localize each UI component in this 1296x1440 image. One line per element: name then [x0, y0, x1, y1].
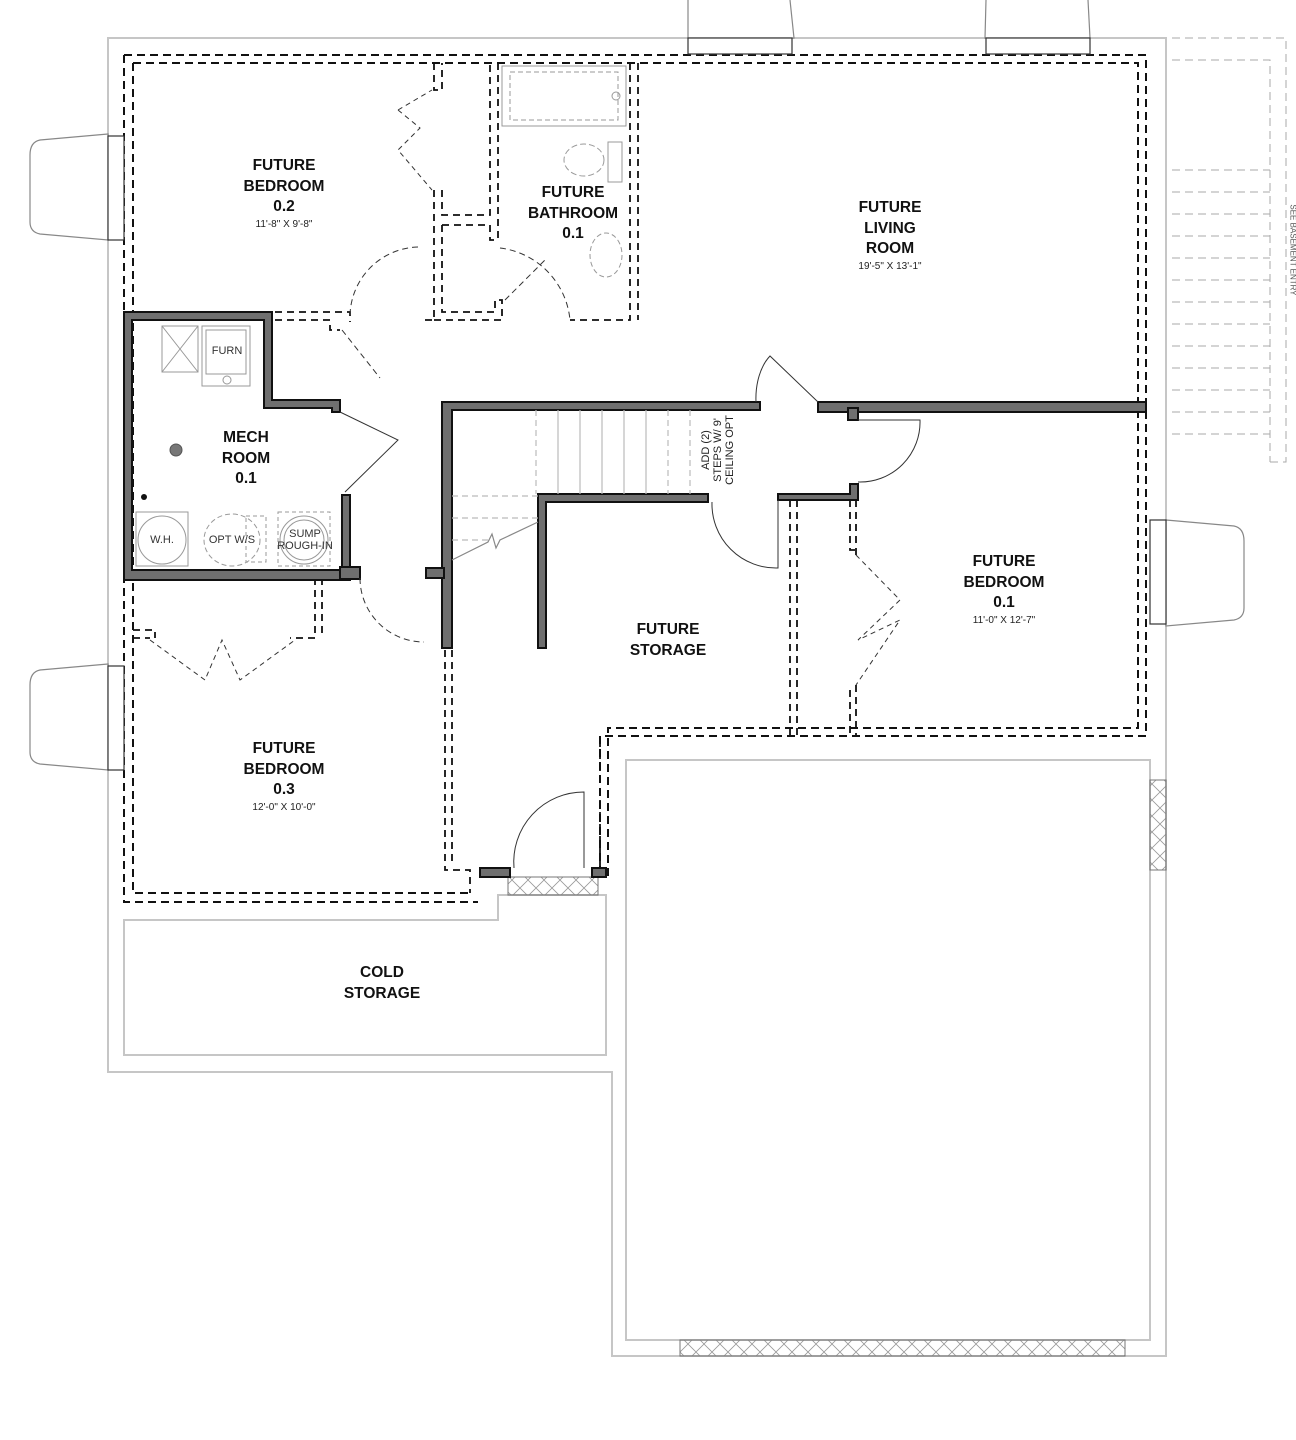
- garage-hatch-bottom: [679, 1339, 1126, 1357]
- garage-hatch-right: [1149, 779, 1167, 871]
- stairs-note: ADD (2) STEPS W/ 9' CEILING OPT: [700, 415, 736, 485]
- door-threshold-hatch: [507, 876, 599, 896]
- note-line: CEILING OPT: [724, 415, 736, 485]
- room-dimensions: 12'-0" X 10'-0": [252, 801, 316, 813]
- edge-note: SEE BASEMENT ENTRY: [1288, 204, 1296, 296]
- room-dimensions: 19'-5" X 13'-1": [858, 260, 922, 272]
- label-line: BATHROOM: [527, 204, 619, 222]
- doors: [149, 89, 921, 869]
- label-line: 0.1: [562, 225, 584, 242]
- foundation-outline: [107, 37, 1167, 1357]
- room-label-mech-room: MECH ROOM 0.1: [222, 428, 270, 490]
- stairs: [451, 410, 691, 561]
- label-line: BEDROOM: [963, 573, 1045, 591]
- room-label-living-room: FUTURE LIVING ROOM 19'-5" X 13'-1": [858, 198, 921, 274]
- room-label-cold-storage: COLD STORAGE: [344, 963, 420, 1004]
- room-label-bedroom-02: FUTURE BEDROOM 0.2 11'-8" X 9'-8": [244, 156, 325, 232]
- label-line: 0.1: [993, 594, 1015, 611]
- label-line: FUTURE: [252, 740, 316, 757]
- room-label-storage: FUTURE STORAGE: [630, 620, 706, 661]
- sump-label: SUMP ROUGH-IN: [277, 528, 333, 552]
- note-line: STEPS W/ 9': [712, 418, 724, 482]
- mech-fixtures: [135, 325, 331, 567]
- label-line: STORAGE: [629, 641, 707, 659]
- furnace-label: FURN: [211, 345, 243, 357]
- label-line: 0.3: [273, 781, 295, 798]
- solid-walls: [123, 311, 1147, 878]
- label-line: SUMP: [289, 528, 321, 540]
- label-line: FUTURE: [636, 621, 700, 638]
- bath-fixtures: [501, 65, 627, 278]
- label-line: MECH: [223, 429, 269, 446]
- room-dimensions: 11'-0" X 12'-7": [972, 614, 1036, 626]
- room-label-bedroom-01: FUTURE BEDROOM 0.1 11'-0" X 12'-7": [964, 552, 1045, 628]
- room-dimensions: 11'-8" X 9'-8": [255, 218, 313, 230]
- washer-dryer-label: OPT W/S: [208, 534, 256, 546]
- label-line: LIVING: [864, 219, 916, 237]
- room-label-bedroom-03: FUTURE BEDROOM 0.3 12'-0" X 10'-0": [244, 739, 325, 815]
- label-line: BEDROOM: [243, 177, 325, 195]
- label-line: ROUGH-IN: [277, 540, 333, 552]
- note-line: ADD (2): [700, 430, 712, 470]
- label-line: 0.2: [273, 198, 295, 215]
- label-line: ROOM: [221, 449, 271, 467]
- label-line: 0.1: [235, 470, 257, 487]
- label-line: FUTURE: [972, 553, 1036, 570]
- label-line: FUTURE: [541, 184, 605, 201]
- label-line: COLD: [360, 964, 404, 981]
- label-line: ROOM: [865, 240, 915, 257]
- window-wells: [29, 0, 1245, 771]
- label-line: FUTURE: [858, 199, 922, 216]
- label-line: FUTURE: [252, 157, 316, 174]
- label-line: STORAGE: [343, 984, 421, 1002]
- label-line: BEDROOM: [243, 760, 325, 778]
- water-heater-label: W.H.: [150, 534, 174, 546]
- room-label-bathroom-01: FUTURE BATHROOM 0.1: [528, 183, 618, 245]
- exterior-entry-steps: [1172, 37, 1287, 463]
